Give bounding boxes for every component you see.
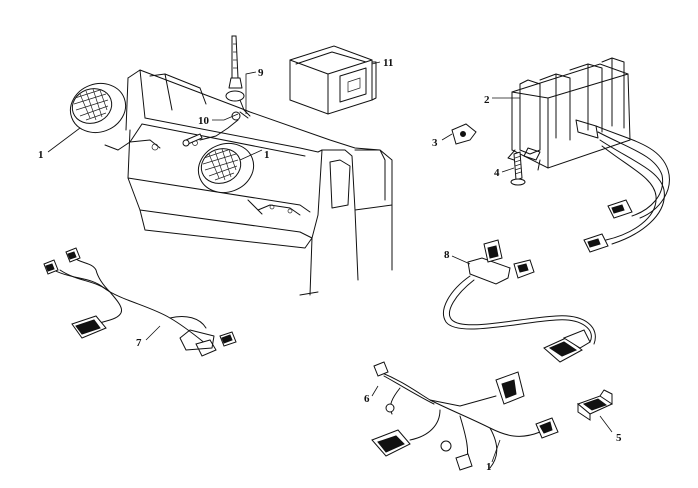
bolt-10	[182, 133, 203, 147]
harness-6	[371, 361, 559, 471]
callout-2-control-module: 2	[484, 94, 490, 106]
callout-9-antenna: 9	[258, 67, 264, 79]
mirror-center	[197, 142, 255, 194]
callout-4-screw: 4	[494, 167, 500, 179]
callout-6-harness: 6	[364, 393, 370, 405]
callout-11-radio: 11	[383, 57, 393, 69]
mirror-left	[69, 82, 127, 134]
cab-body	[104, 69, 393, 296]
callout-8-harness: 8	[444, 249, 450, 261]
clip-3	[451, 123, 477, 145]
callout-7-harness: 7	[136, 337, 142, 349]
leader-lines	[47, 61, 613, 463]
callout-1-bottom-harness: 1	[486, 461, 492, 473]
harness-8	[443, 239, 596, 363]
callout-1-left-mirror: 1	[38, 149, 44, 161]
callout-5-switch: 5	[616, 432, 622, 444]
harness-7	[43, 247, 237, 357]
switch-5	[577, 389, 614, 421]
callout-3-clip: 3	[432, 137, 438, 149]
screw-4	[510, 151, 526, 186]
control-harness	[583, 125, 670, 253]
callout-10-bolt: 10	[198, 115, 210, 127]
radio-unit	[289, 45, 377, 115]
callout-1-center-mirror: 1	[264, 149, 270, 161]
control-module	[507, 57, 631, 171]
callout-labels: 1 1 2 3 4 5 6 7 8 9 10 11 1	[38, 57, 622, 473]
